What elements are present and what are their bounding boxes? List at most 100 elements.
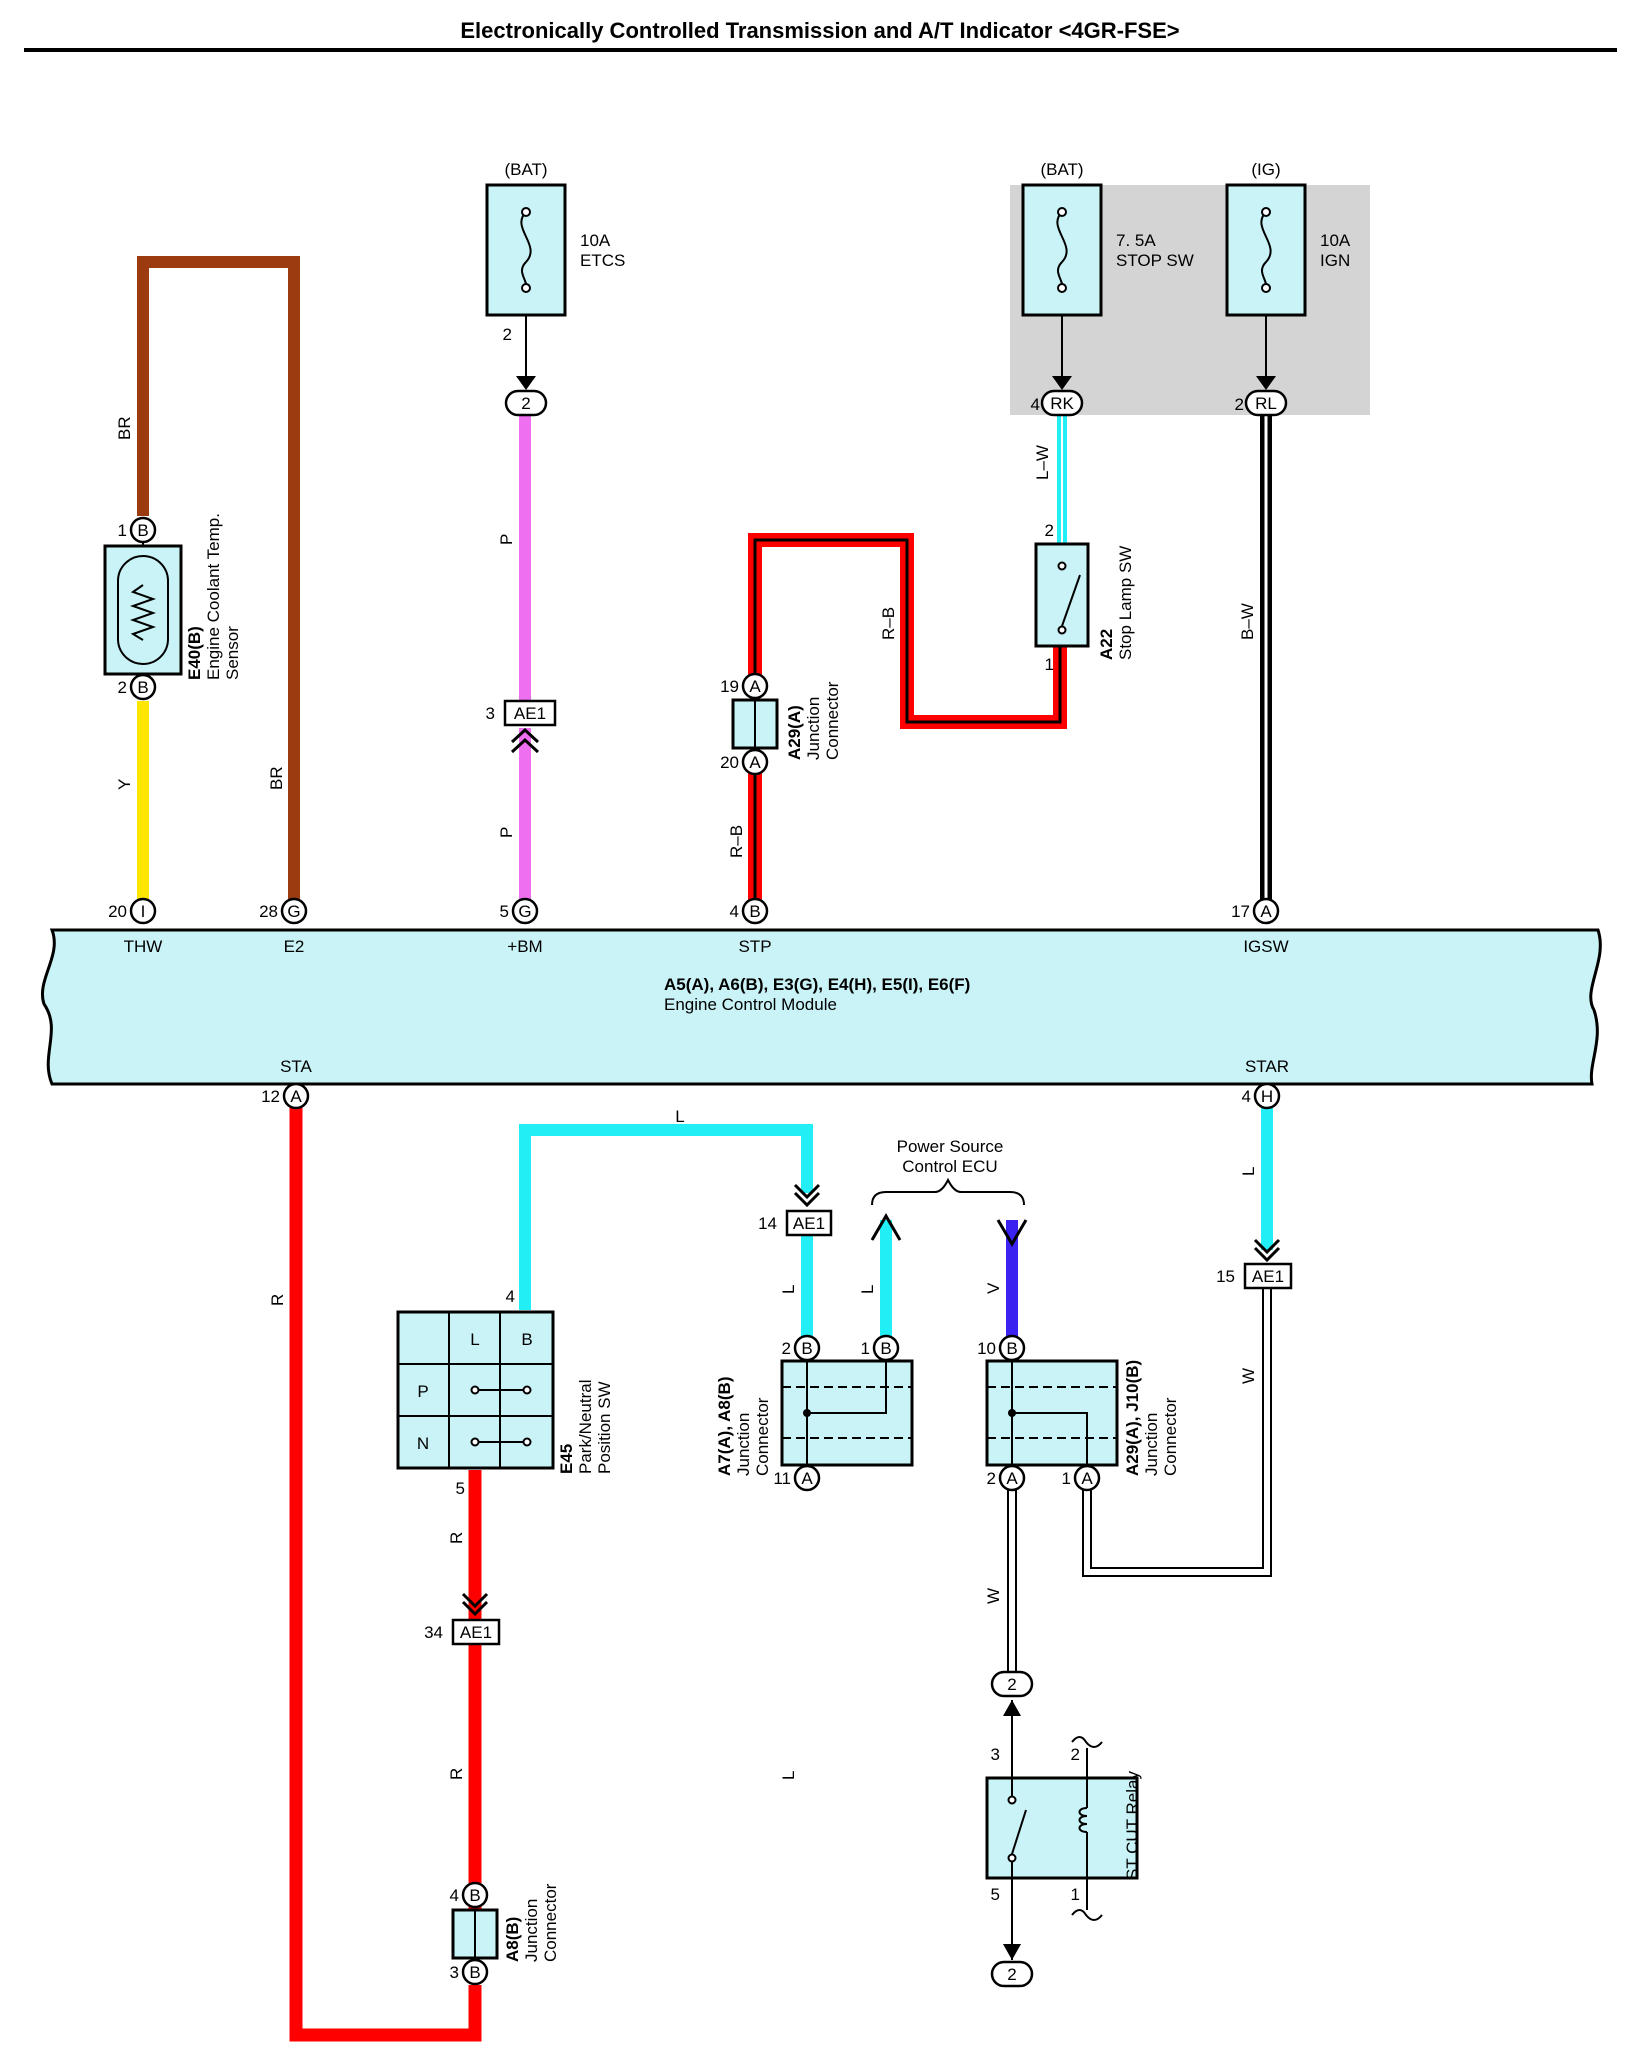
a29j10-line1: Junction [1142, 1413, 1161, 1476]
psecu-bracket [871, 1177, 1025, 1206]
ecm-label-0: THW [124, 937, 163, 956]
svg-text:B: B [469, 1963, 480, 1982]
sensor-code: E40(B) [185, 626, 204, 680]
svg-text:2: 2 [521, 394, 530, 413]
ae1-15-pin: 15 [1216, 1267, 1235, 1286]
ecm-bottom-label-1: STAR [1245, 1057, 1289, 1076]
wire-l-top [519, 1124, 813, 1310]
e45-code: E45 [557, 1444, 576, 1474]
svg-text:AE1: AE1 [514, 704, 546, 723]
svg-text:A: A [749, 753, 761, 772]
psecu-arrow-out [870, 1213, 902, 1241]
fuse-ign-pin: 2 [1235, 395, 1244, 414]
svg-text:A: A [290, 1087, 302, 1106]
sensor-pin-bot: B2 [118, 673, 157, 701]
sensor-line1: Engine Coolant Temp. [204, 513, 223, 680]
a29j10-pin-2: A2 [987, 1464, 1026, 1492]
conn-stop-rk: RK [1040, 389, 1084, 417]
svg-text:4: 4 [730, 902, 739, 921]
a29a-line1: Junction [804, 697, 823, 760]
svg-text:2: 2 [987, 1469, 996, 1488]
label-wire-r-sta: R [268, 1294, 287, 1306]
ecm-pin-bm: G5 [500, 897, 539, 925]
wire-br [137, 256, 300, 911]
svg-text:4: 4 [1242, 1087, 1251, 1106]
a7a8-code: A7(A), A8(B) [715, 1377, 734, 1476]
ecm-label-2: +BM [507, 937, 542, 956]
label-wire-p-low: P [497, 827, 516, 838]
diagram-title: Electronically Controlled Transmission a… [460, 18, 1179, 43]
svg-text:A: A [1260, 902, 1272, 921]
e45-row-n: N [417, 1434, 429, 1453]
psecu-line2: Control ECU [902, 1157, 997, 1176]
svg-text:AE1: AE1 [460, 1623, 492, 1642]
label-wire-p-top: P [497, 534, 516, 545]
svg-text:12: 12 [261, 1087, 280, 1106]
ae1-34-connector: AE1 [451, 1592, 501, 1646]
fuse-ign-source: (IG) [1251, 160, 1280, 179]
fuse-ign-rating: 10A [1320, 231, 1351, 250]
a7a8-pin-2: B2 [782, 1334, 821, 1362]
a7a8-line1: Junction [734, 1413, 753, 1476]
a29j10-line2: Connector [1161, 1397, 1180, 1476]
a8b-pin-top: B4 [450, 1881, 489, 1909]
a7a8-pin-11: A 11 [773, 1464, 821, 1492]
fuse-stop-rating: 7. 5A [1116, 231, 1156, 250]
park-neutral-switch [396, 1310, 555, 1470]
a8b-pin-bot: B3 [450, 1958, 489, 1986]
label-wire-l-star: L [1239, 1167, 1258, 1176]
svg-text:B: B [880, 1339, 891, 1358]
label-wire-w-low: W [984, 1588, 1003, 1604]
fuse-etcs-rating: 10A [580, 231, 611, 250]
stoplamp-pin-top: 2 [1045, 521, 1054, 540]
svg-text:19: 19 [720, 677, 739, 696]
relay-pin-2: 2 [1071, 1745, 1080, 1764]
svg-text:17: 17 [1231, 902, 1250, 921]
fuse-ign-name: IGN [1320, 251, 1350, 270]
label-wire-v: V [984, 1282, 1003, 1294]
svg-text:RK: RK [1050, 394, 1074, 413]
a29a-junction [731, 698, 779, 750]
relay-pin-3: 3 [991, 1745, 1000, 1764]
ae1-15-connector: AE1 [1243, 1238, 1293, 1290]
a8b-junction [451, 1908, 499, 1960]
fuse-etcs [485, 183, 567, 390]
a29a-pin-top: A 19 [720, 672, 769, 700]
svg-text:B: B [469, 1886, 480, 1905]
fuse-ign [1225, 183, 1307, 390]
e45-pin-top: 4 [506, 1287, 515, 1306]
e45-row-p: P [417, 1382, 428, 1401]
fuse-etcs-pin: 2 [503, 325, 512, 344]
label-wire-bw: B–W [1238, 603, 1257, 640]
ecm-label-4: IGSW [1243, 937, 1288, 956]
svg-text:5: 5 [500, 902, 509, 921]
ecm-bottom-label-0: STA [280, 1057, 312, 1076]
e45-col-l: L [470, 1330, 479, 1349]
label-wire-lw: L–W [1033, 445, 1052, 480]
svg-text:1: 1 [1062, 1469, 1071, 1488]
svg-text:A: A [801, 1469, 813, 1488]
ecm-name: Engine Control Module [664, 995, 837, 1014]
a29j10-junction [985, 1359, 1119, 1467]
label-wire-l-b: L [858, 1285, 877, 1294]
label-wire-rb-lower: R–B [727, 825, 746, 858]
svg-text:G: G [287, 902, 300, 921]
ecm-label-1: E2 [284, 937, 305, 956]
svg-text:2: 2 [1007, 1965, 1016, 1984]
svg-text:B: B [1006, 1339, 1017, 1358]
label-wire-br-top: BR [115, 416, 134, 440]
a7a8-junction [780, 1359, 914, 1467]
a7a8-pin-1: B1 [861, 1334, 900, 1362]
stoplamp-name: Stop Lamp SW [1116, 546, 1135, 660]
label-wire-l-top: L [675, 1107, 684, 1126]
svg-text:20: 20 [108, 902, 127, 921]
svg-text:4: 4 [450, 1886, 459, 1905]
svg-text:11: 11 [773, 1469, 791, 1488]
stop-lamp-switch [1034, 542, 1090, 648]
ae1-p-pin: 3 [486, 704, 495, 723]
ecm-pin-stp: B4 [730, 897, 769, 925]
svg-text:A: A [749, 677, 761, 696]
svg-text:H: H [1261, 1087, 1273, 1106]
svg-text:3: 3 [450, 1963, 459, 1982]
ecm-pin-star: H4 [1242, 1082, 1281, 1110]
